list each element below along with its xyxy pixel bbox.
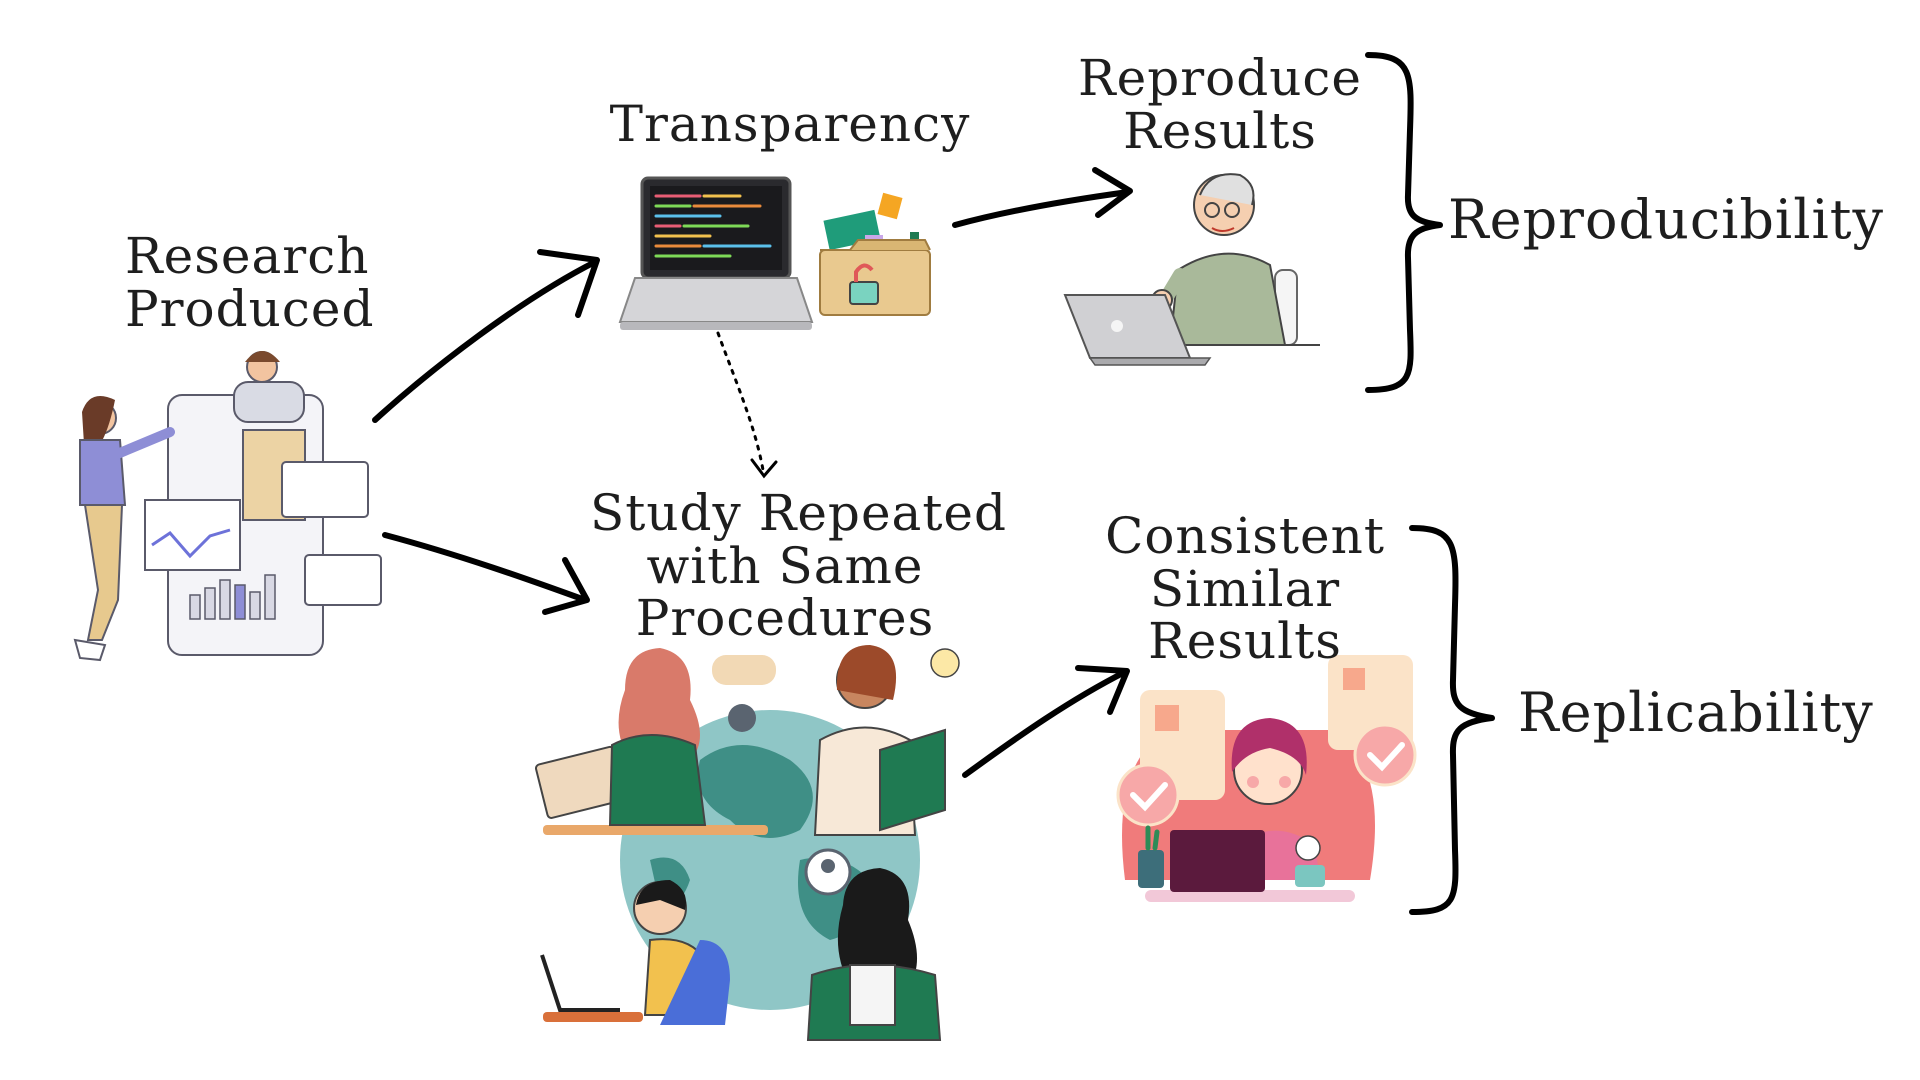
reproduce-line-2: Results <box>1123 101 1317 160</box>
research-produced-label: Research Produced <box>125 227 375 338</box>
dotted-arrow-transparency-to-study <box>716 331 765 472</box>
arrow-research-to-study <box>382 532 588 603</box>
consistent-line-2: Similar <box>1149 559 1341 618</box>
research-line-1: Research <box>125 227 370 285</box>
transparency-label: Transparency <box>600 98 980 151</box>
consistent-results-label: Consistent Similar Results <box>1095 510 1395 668</box>
unlocked-folder-icon <box>819 192 931 316</box>
study-repeated-label: Study Repeated with Same Procedures <box>590 484 1008 647</box>
research-line-2: Produced <box>125 279 375 338</box>
arrow-transparency-to-reproduce <box>952 189 1131 228</box>
study-line-1: Study Repeated <box>590 484 1008 542</box>
arrow-research-to-transparency <box>372 259 598 423</box>
brace-reproducibility <box>1365 52 1443 393</box>
study-line-3: Procedures <box>635 589 935 647</box>
transparency-line-1: Transparency <box>609 95 971 153</box>
arrow-transparency-to-reproduce-head <box>1092 167 1133 218</box>
reproducibility-label: Reproducibility <box>1448 188 1884 251</box>
study-line-2: with Same <box>646 536 924 595</box>
laptop-code-icon <box>618 176 814 330</box>
replicability-label: Replicability <box>1518 681 1874 744</box>
dotted-arrow-head <box>750 458 778 479</box>
arrow-study-to-consistent <box>962 669 1128 778</box>
brace-replicability <box>1409 525 1495 915</box>
consistent-line-3: Results <box>1148 612 1342 670</box>
reproduce-results-label: Reproduce Results <box>1075 52 1365 157</box>
arrow-study-to-consistent-head <box>1075 665 1130 715</box>
arrow-research-to-study-head <box>542 557 590 615</box>
arrow-research-to-transparency-head <box>537 249 600 318</box>
consistent-line-1: Consistent <box>1105 507 1385 565</box>
reproduce-line-1: Reproduce <box>1077 49 1363 107</box>
